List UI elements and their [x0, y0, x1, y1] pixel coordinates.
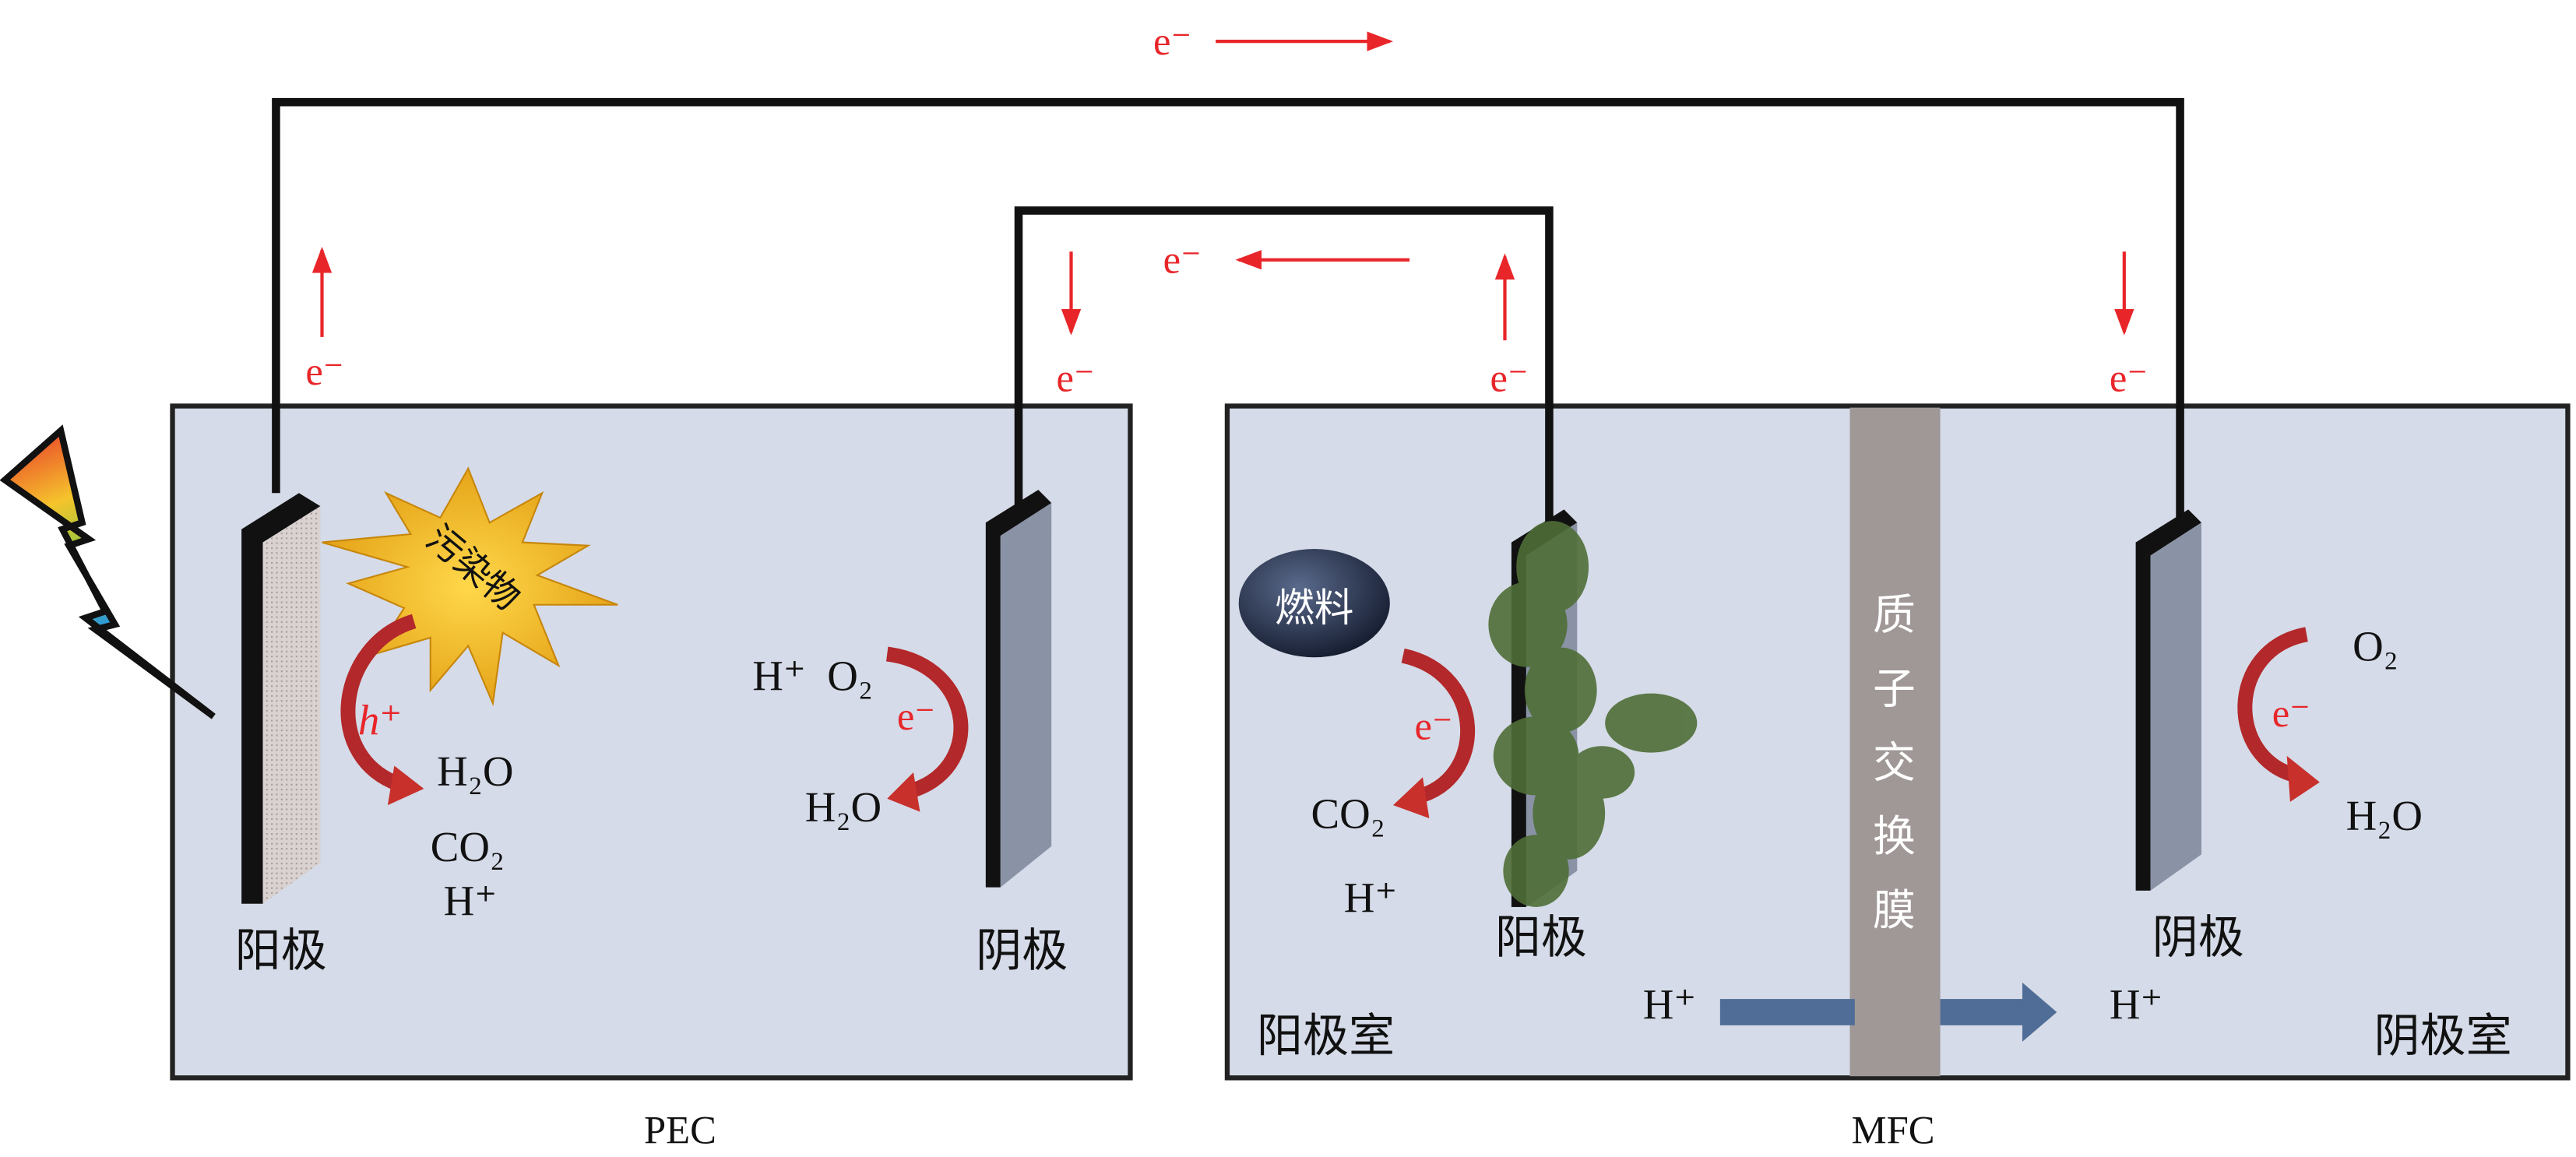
- mfc-cathode-reaction-arrow: [2237, 627, 2320, 802]
- pec-cathode-reaction-arrow: [885, 646, 969, 812]
- pec-cathode-product: H₂O: [805, 783, 882, 831]
- membrane-label: 质 子 交 换 膜: [1873, 591, 1916, 934]
- mfc-anode-label: 阳极: [1495, 912, 1587, 963]
- membrane-char: 子: [1873, 665, 1916, 712]
- pec-anode-reaction-arrow: [340, 614, 424, 806]
- proton-right-label: H⁺: [2110, 980, 2163, 1028]
- pec-chamber: [170, 403, 1133, 1081]
- membrane-char: 质: [1873, 591, 1916, 638]
- cathode-chamber-label: 阴极室: [2374, 1011, 2512, 1062]
- fuel-label: 燃料: [1275, 586, 1353, 630]
- mfc-product-h: H⁺: [1344, 874, 1398, 921]
- mfc-cathode-electron: e⁻: [2272, 691, 2310, 735]
- proton-arrow-shaft-left: [1719, 999, 1855, 1025]
- anode-chamber-label: 阳极室: [1257, 1011, 1395, 1062]
- proton-exchange-membrane: [1849, 407, 1941, 1077]
- proton-left-label: H⁺: [1643, 980, 1697, 1028]
- outer-wire: [272, 97, 2184, 518]
- electron-label-top: e⁻: [1153, 19, 1191, 63]
- electron-label-middle: e⁻: [1163, 238, 1202, 282]
- membrane-char: 交: [1873, 739, 1916, 786]
- electron-label-mfc-cathode: e⁻: [2110, 356, 2148, 399]
- mfc-cathode-reactant: O₂: [2353, 622, 2398, 670]
- proton-arrow-right: [1940, 982, 2057, 1042]
- pec-anode-label: 阳极: [235, 925, 327, 976]
- mfc-cathode-electrode: [2135, 509, 2201, 891]
- mfc-product-co2: CO₂: [1311, 790, 1385, 838]
- mfc-anode-electron: e⁻: [1414, 705, 1452, 748]
- hole-label: h⁺: [358, 696, 402, 744]
- electron-label-mfc-anode: e⁻: [1490, 356, 1528, 399]
- pec-caption: PEC: [644, 1109, 716, 1152]
- pec-product-h2o: H₂O: [437, 747, 513, 795]
- pec-cathode-reactants: H⁺ O₂: [752, 652, 873, 699]
- mfc-cathode-product: H₂O: [2346, 792, 2423, 839]
- pec-cathode-electrode: [985, 490, 1052, 888]
- pec-anode-electrode: [241, 493, 321, 904]
- electron-label-pec-anode: e⁻: [305, 350, 343, 393]
- fuel-ball: 燃料: [1238, 549, 1390, 658]
- electron-label-pec-cathode: e⁻: [1057, 356, 1095, 399]
- pec-cathode-label: 阴极: [976, 925, 1068, 976]
- mfc-anode-reaction-arrow: [1393, 648, 1476, 819]
- membrane-char: 换: [1873, 813, 1916, 860]
- pec-product-h: H⁺: [444, 877, 498, 924]
- pollutant-star: 污染物: [322, 466, 618, 707]
- pec-product-co2: CO₂: [431, 823, 505, 870]
- mfc-cathode-label: 阴极: [2152, 912, 2244, 963]
- pec-cathode-electron: e⁻: [897, 695, 935, 738]
- inner-wire: [1014, 206, 1554, 523]
- membrane-char: 膜: [1873, 887, 1916, 934]
- biofilm: [1488, 521, 1698, 907]
- mfc-caption: MFC: [1852, 1109, 1935, 1152]
- light-bolt-icon: [0, 424, 216, 719]
